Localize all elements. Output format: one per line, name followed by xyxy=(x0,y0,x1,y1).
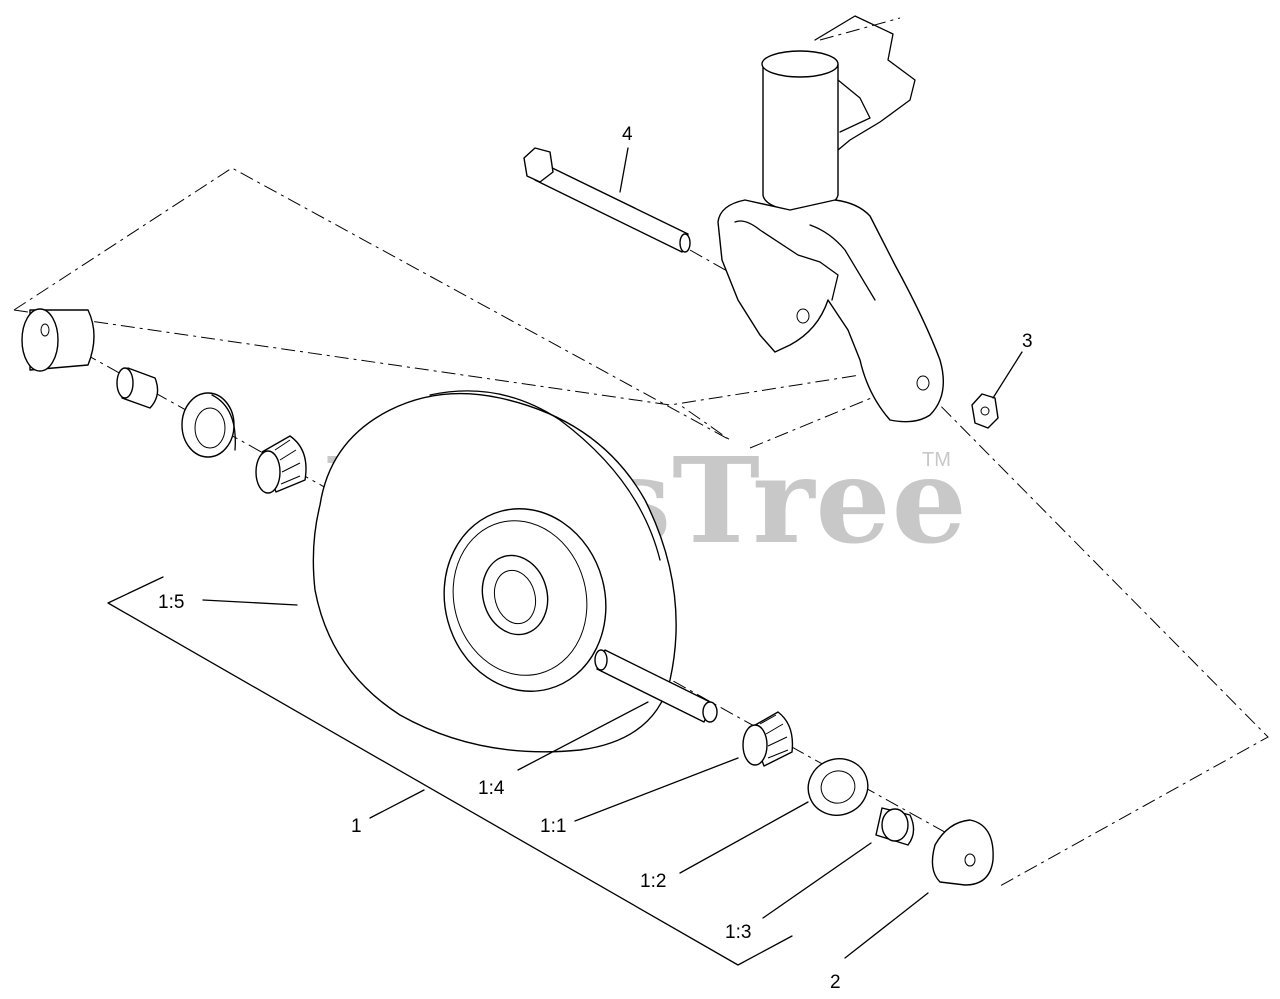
right-cap-hole xyxy=(964,853,976,867)
fork-hole-upper xyxy=(796,308,810,324)
part-2-right-cap xyxy=(931,819,994,886)
leader-1-5 xyxy=(202,599,298,606)
phantom-line-top xyxy=(13,167,731,441)
fork-housing-outline xyxy=(814,15,916,151)
callout-4: 4 xyxy=(622,124,633,145)
hub-inner xyxy=(493,569,537,625)
fork-housing-inner xyxy=(837,79,871,133)
axle-tube xyxy=(594,649,718,723)
callout-1-2: 1:2 xyxy=(640,871,666,892)
callout-2: 2 xyxy=(830,972,841,993)
leader-1-3 xyxy=(762,842,872,919)
left-cone-rollers xyxy=(274,439,301,485)
leader-2 xyxy=(844,892,929,959)
left-spacer xyxy=(116,367,159,409)
watermark-trademark: TM xyxy=(922,449,951,471)
nut-body xyxy=(971,393,999,429)
leader-1-4 xyxy=(517,701,649,771)
right-bearing-cup-outer xyxy=(807,758,869,816)
caster-fork xyxy=(717,15,944,423)
fork-hole-lower xyxy=(916,375,930,391)
fork-upper-boundary xyxy=(819,17,901,41)
right-spacer xyxy=(875,807,915,846)
nut-hole xyxy=(980,406,990,416)
callout-1-3: 1:3 xyxy=(725,922,751,943)
tire-tread-edge xyxy=(429,390,661,561)
left-cap-face xyxy=(21,308,59,372)
right-cap-body xyxy=(931,819,994,886)
left-cone-face xyxy=(255,450,281,494)
fork-body-inner xyxy=(734,220,839,301)
part-4-bolt xyxy=(523,147,691,253)
fork-stem-top xyxy=(761,50,839,78)
right-cone-face xyxy=(742,724,768,766)
left-spacer-cap xyxy=(21,308,95,372)
left-cap-hole xyxy=(40,323,50,337)
callout-labels: 4 3 1:5 1:4 1 1:1 1:2 1:3 2 xyxy=(158,124,1033,993)
right-bearing-cup-inner xyxy=(820,770,856,804)
callout-1-4: 1:4 xyxy=(478,778,505,799)
hub-outer xyxy=(481,554,549,636)
leader-1-1 xyxy=(574,757,739,822)
phantom-line-left xyxy=(13,309,861,406)
part-3-nut xyxy=(971,393,999,429)
right-bearing-cup xyxy=(807,758,869,816)
callout-1: 1 xyxy=(351,816,362,837)
fork-body xyxy=(717,199,944,423)
leader-lines xyxy=(202,147,1023,959)
leader-1-2 xyxy=(679,801,809,874)
bolt-end xyxy=(679,233,691,253)
axle-tube-end xyxy=(702,701,718,723)
callout-1-5: 1:5 xyxy=(158,592,184,613)
left-bearing-cup xyxy=(181,392,236,458)
left-bearing-cup-rim xyxy=(211,394,236,451)
left-bearing-cup-inner xyxy=(194,407,226,449)
fork-body-crease xyxy=(809,224,876,301)
leader-4 xyxy=(619,147,629,193)
wheel-tire xyxy=(312,390,677,753)
bolt-head xyxy=(523,147,554,183)
right-cone-rollers xyxy=(759,714,789,759)
assembly-1-bracket xyxy=(107,576,793,966)
left-bearing-cone xyxy=(255,435,307,494)
callout-1-1: 1:1 xyxy=(540,816,566,837)
rim-inner xyxy=(452,520,588,676)
right-bearing-cone xyxy=(742,711,794,767)
phantom-line-right xyxy=(749,379,1269,887)
leader-1 xyxy=(369,789,425,819)
axle-tube-start xyxy=(594,649,608,671)
leader-3 xyxy=(992,351,1023,399)
right-spacer-face xyxy=(881,808,909,842)
fork-stem xyxy=(762,63,839,213)
callout-3: 3 xyxy=(1022,331,1033,352)
bolt-shank xyxy=(534,161,689,253)
left-spacer-face xyxy=(116,367,134,399)
